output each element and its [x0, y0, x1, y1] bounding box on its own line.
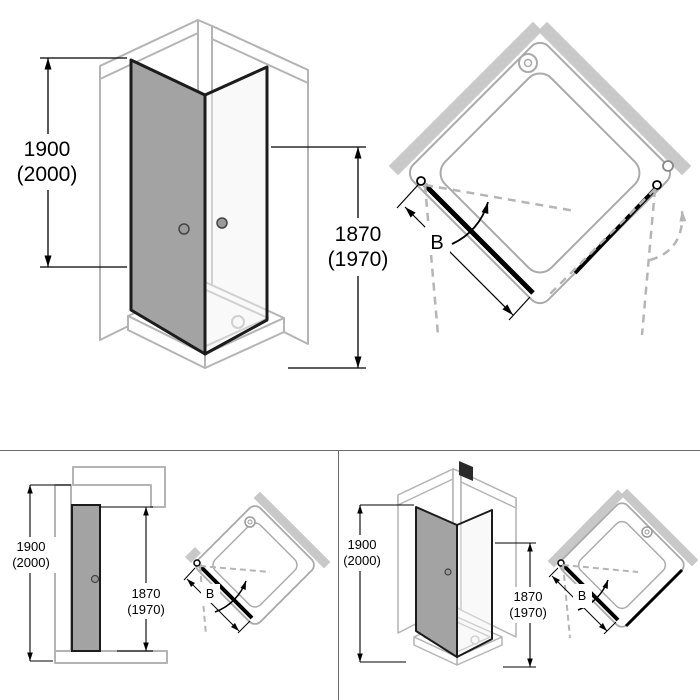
door-knob — [90, 574, 100, 584]
overall-height-alt-value: (2000) — [343, 553, 381, 568]
fitting-icon — [662, 160, 674, 172]
door-height-alt-value: (1970) — [509, 605, 547, 620]
overall-height-value: 1900 — [348, 537, 377, 552]
overall-height-alt-value: (2000) — [12, 555, 50, 570]
pivot-hinge — [652, 180, 662, 190]
corner-entry-isometric-figure: 1900 (2000) 1870 (1970) — [16, 19, 392, 369]
right-wall-top-rail — [211, 25, 309, 84]
niche-door-front-figure: 1870 (1970) 1900 (2000) — [5, 466, 178, 664]
door-height-alt-value: (1970) — [127, 602, 165, 617]
pivot-hinge — [557, 559, 565, 567]
wall-stub-left — [185, 547, 201, 563]
door-swing-inward — [562, 564, 639, 573]
plan-right-door — [546, 180, 687, 336]
glass-panels — [415, 506, 493, 658]
drain-icon — [641, 526, 653, 538]
swing-arrow-dashed — [649, 209, 687, 262]
extension-line — [396, 184, 419, 209]
wall-band-left — [388, 21, 543, 176]
door-swing-outward — [640, 188, 657, 336]
door-panel — [415, 506, 458, 658]
overall-height-value: 1900 — [17, 539, 46, 554]
right-wall-top-rail — [460, 471, 517, 509]
niche-door-plan-figure: B — [183, 491, 331, 636]
wall-bracket — [459, 461, 473, 481]
dimension-overall-height-label: 1900 (2000) — [340, 535, 386, 571]
dimension-door-height-label: 1870 (1970) — [326, 218, 392, 276]
tray-skirt-left — [127, 315, 206, 369]
wall-band-right — [537, 21, 692, 176]
overall-height-alt-value: (2000) — [17, 163, 78, 186]
front-walls — [54, 466, 168, 664]
glass-doors — [129, 58, 269, 356]
drain-icon-inner — [523, 58, 533, 68]
glass-door — [71, 504, 101, 652]
door-side-panel-plan-figure: B — [547, 488, 699, 639]
door-height-value: 1870 — [132, 586, 161, 601]
tray-outer-edge — [408, 41, 672, 305]
side-panel-fixed — [624, 568, 684, 628]
dimension-line — [186, 578, 240, 632]
dimension-overall-height-label: 1900 (2000) — [5, 537, 59, 573]
door-height-value: 1870 — [514, 589, 543, 604]
plan-walls — [388, 21, 692, 176]
left-door-panel — [129, 58, 207, 356]
door-width-value: B — [578, 589, 586, 603]
side-panel — [456, 509, 493, 658]
drain-icon — [244, 516, 256, 528]
extension-line — [548, 567, 559, 578]
section-divider-horizontal — [0, 450, 700, 451]
drain-icon — [518, 53, 538, 73]
corner-entry-plan-figure: B — [388, 21, 692, 336]
door-swing-outward — [423, 184, 440, 336]
tray-outer-edge — [559, 502, 685, 628]
pivot-hinge — [416, 176, 426, 186]
dimension-overall-height-label: 1900 (2000) — [16, 134, 78, 190]
door-swing-inward — [424, 183, 576, 213]
drain-icon-inner — [247, 519, 253, 525]
dimension-door-width: B — [548, 567, 617, 635]
extension-line — [603, 621, 617, 635]
dimension-door-height-label: 1870 (1970) — [502, 587, 554, 623]
door-height-value: 1870 — [335, 223, 382, 246]
drain-icon — [231, 315, 245, 329]
plan-walls — [547, 488, 699, 568]
dimension-door-width: B — [396, 184, 531, 321]
pivot-hinge — [193, 559, 201, 567]
door-knob — [444, 568, 452, 576]
door-closed-position — [546, 188, 656, 298]
dimension-overall-height — [357, 504, 414, 663]
left-door-knob — [178, 223, 190, 235]
shower-tray — [54, 650, 168, 664]
section-divider-vertical — [338, 450, 339, 700]
plan-tray — [408, 41, 674, 305]
overall-height-value: 1900 — [24, 138, 71, 161]
wall-band-right — [620, 488, 699, 567]
door-side-panel-isometric-figure: 1900 (2000) 1870 (1970) — [340, 461, 554, 668]
top-beam — [72, 466, 166, 508]
extension-line — [237, 620, 251, 634]
dimension-door-height-label: 1870 (1970) — [116, 583, 178, 619]
dimension-line — [404, 206, 514, 316]
right-door-panel — [203, 65, 269, 356]
door-swing-inward — [199, 565, 271, 573]
dimension-door-width: B — [183, 567, 251, 634]
plan-tray — [559, 502, 685, 628]
door-width-value: B — [430, 232, 443, 254]
wall-band-left — [547, 489, 625, 568]
door-height-alt-value: (1970) — [328, 248, 389, 271]
drain-icon — [470, 635, 480, 645]
dimension-door-height — [100, 506, 153, 652]
drain-icon-inner — [644, 529, 650, 535]
tray-skirt-left — [413, 636, 458, 666]
extension-line — [183, 567, 196, 581]
wall-band-right — [253, 491, 331, 569]
extension-line — [508, 296, 531, 321]
right-door-knob — [216, 217, 228, 229]
plan-tray — [195, 505, 315, 625]
door-width-value: B — [206, 587, 214, 601]
